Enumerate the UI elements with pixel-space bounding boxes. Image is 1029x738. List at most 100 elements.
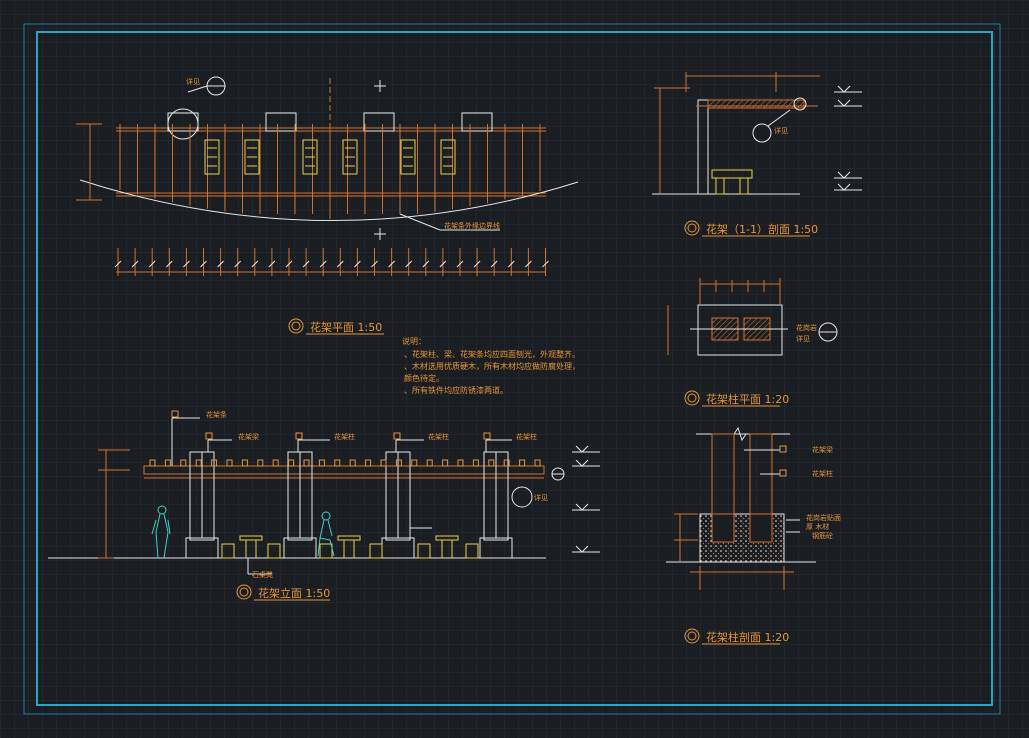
plan-dim-slash xyxy=(507,260,515,268)
elevation-slat-end xyxy=(257,459,264,467)
plan-dim-slash xyxy=(234,260,242,268)
elevation-slat-end xyxy=(519,459,526,467)
column-plan-detail-label: 详见 xyxy=(796,334,810,343)
elev-label-slat: 花架条 xyxy=(206,410,227,419)
outer-frame xyxy=(23,23,1001,715)
elevation-slat-end xyxy=(303,459,310,467)
plan-dim-slash xyxy=(148,260,156,268)
plan-detail-label: 详见 xyxy=(186,77,200,86)
column-plan-title: 花架柱平面 1:20 xyxy=(706,392,789,406)
human-figure-standing xyxy=(151,505,171,559)
elev-label-col-2: 花架柱 xyxy=(428,432,449,441)
column-section-labels: 花架梁 花架柱 花岗岩贴面 厚 木材 钢筋砼 xyxy=(779,445,841,540)
elevation-slat-end xyxy=(318,459,325,467)
colsec-label-concrete: 钢筋砼 xyxy=(812,531,833,540)
elevation-title-block: 花架立面 1:50 xyxy=(236,584,330,601)
plan-dim-slash xyxy=(354,260,361,268)
elevation-slat-end xyxy=(472,459,479,467)
elevation-slat-end xyxy=(226,459,233,467)
elev-label-col-3: 花架柱 xyxy=(516,432,537,441)
plan-dim-slash xyxy=(422,260,430,268)
colsec-label-wood: 厚 木材 xyxy=(806,522,829,531)
plan-dim-slash xyxy=(285,260,293,268)
elevation-slat-end xyxy=(211,459,218,467)
section-view xyxy=(652,72,862,195)
colsec-label-beam: 花架梁 xyxy=(812,445,833,454)
elevation-labels: 花架条 花架梁 花架柱 花架柱 花架柱 石桌凳 详见 xyxy=(171,410,548,579)
plan-slats xyxy=(119,124,541,214)
colsec-label-column: 花架柱 xyxy=(812,469,833,478)
plan-title-block: 花架平面 1:50 xyxy=(288,318,384,335)
plan-dim-slash xyxy=(251,260,259,268)
elevation-slat-end xyxy=(180,459,187,467)
elev-detail-label: 详见 xyxy=(534,493,548,502)
elevation-slat-end xyxy=(149,459,156,467)
human-figure-seated xyxy=(317,511,335,557)
plan-dim-slash xyxy=(490,260,498,268)
plan-dim-slash xyxy=(131,260,139,268)
elevation-slat-end xyxy=(411,459,418,467)
elevation-slat-end xyxy=(503,459,510,467)
column-plan-dim-ticks xyxy=(699,280,781,292)
plan-dim-slash xyxy=(200,260,207,268)
elev-label-beam: 花架梁 xyxy=(238,432,259,441)
plan-dim-slash xyxy=(456,260,464,268)
elevation-slat-end xyxy=(365,459,372,467)
elevation-title: 花架立面 1:50 xyxy=(258,586,330,600)
notes-heading: 说明： xyxy=(402,336,426,346)
elevation-slat-end xyxy=(488,459,495,467)
elev-label-col-1: 花架柱 xyxy=(334,432,355,441)
plan-dimension-ticks xyxy=(114,248,549,276)
elevation-slat-end xyxy=(334,459,341,467)
plan-lattice-panel xyxy=(342,139,358,175)
section-title: 花架（1-1）剖面 1:50 xyxy=(706,222,818,236)
plan-dim-slash xyxy=(388,260,395,268)
plan-dim-slash xyxy=(336,260,344,268)
inner-frame xyxy=(36,31,993,706)
column-plan-label: 花岗岩 xyxy=(796,323,817,332)
plan-dim-slash xyxy=(525,260,532,268)
plan-dim-slash xyxy=(302,260,310,268)
elevation-slat-end xyxy=(457,459,464,467)
elevation-slat-end xyxy=(395,459,402,467)
plan-dim-slash xyxy=(319,260,327,268)
plan-lattice-panel xyxy=(302,139,318,175)
elevation-slat-end xyxy=(164,459,171,467)
notes-block: 说明： 、花架柱、梁、花架条均应四面刨光，外观整齐。 、木材选用优质硬木，所有木… xyxy=(402,336,580,395)
elevation-slat-end xyxy=(442,459,449,467)
column-plan-title-block: 花架柱平面 1:20 xyxy=(684,390,789,407)
plan-dim-slash xyxy=(268,260,276,268)
column-plan-view xyxy=(667,278,838,356)
plan-title: 花架平面 1:50 xyxy=(310,321,382,334)
elevation-slat-end xyxy=(349,459,356,467)
plan-dim-slash xyxy=(217,260,224,268)
plan-curve-label: 花架条外缘边界线 xyxy=(444,221,500,230)
plan-lattice-panel xyxy=(440,139,456,175)
elevation-slat-end xyxy=(380,459,387,467)
column-section-view xyxy=(666,426,816,590)
elevation-slat-end xyxy=(241,459,248,467)
elev-label-bottom: 石桌凳 xyxy=(252,570,273,579)
plan-dim-slash xyxy=(371,260,378,268)
elevation-slat-end xyxy=(195,459,202,467)
section-detail-label: 详见 xyxy=(774,126,788,135)
elevation-slat-end xyxy=(272,459,279,467)
plan-lattice-panels xyxy=(204,139,456,175)
plan-lattice-panel xyxy=(400,139,416,175)
elevation-slat-end xyxy=(534,459,541,467)
plan-dim-slash xyxy=(439,260,447,268)
plan-dim-slash xyxy=(183,260,190,268)
plan-dim-slash xyxy=(405,260,413,268)
colsec-label-granite: 花岗岩贴面 xyxy=(806,513,841,522)
plan-lattice-panel xyxy=(204,139,220,175)
plan-dim-slash xyxy=(114,260,122,268)
elevation-slat-end xyxy=(426,459,433,467)
notes-line-3: 颜色待定。 xyxy=(404,373,444,383)
plan-lattice-panel xyxy=(244,139,260,175)
plan-dim-slash xyxy=(473,260,481,268)
section-title-block: 花架（1-1）剖面 1:50 xyxy=(684,220,818,237)
notes-line-4: 、所有铁件均应防锈漆两道。 xyxy=(404,385,508,395)
